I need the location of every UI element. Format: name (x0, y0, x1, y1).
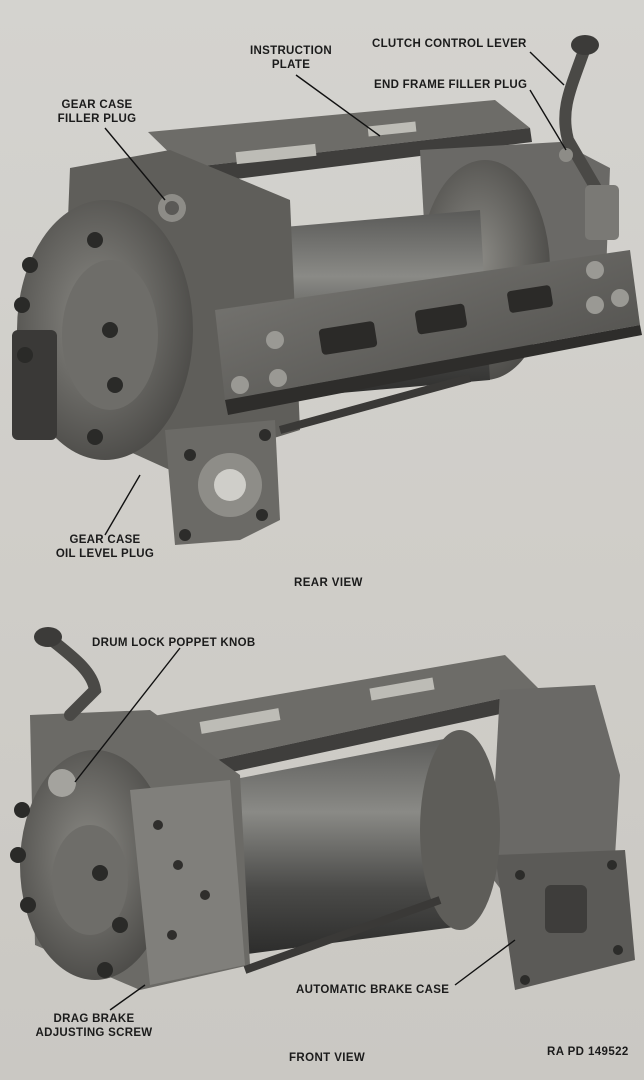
front-view-photo (0, 615, 644, 1055)
caption-front-view: FRONT VIEW (289, 1052, 366, 1064)
label-gear-case-oil-level-plug: GEAR CASE OIL LEVEL PLUG (55, 534, 155, 560)
front-view-winch-illustration (10, 627, 635, 990)
label-automatic-brake-case: AUTOMATIC BRAKE CASE (296, 984, 450, 996)
label-drag-brake-adjusting-screw: DRAG BRAKE ADJUSTING SCREW (35, 1013, 153, 1039)
label-drum-lock-poppet-knob: DRUM LOCK POPPET KNOB (92, 637, 256, 649)
label-gear-case-filler-plug: GEAR CASE FILLER PLUG (57, 99, 137, 125)
label-clutch-control-lever: CLUTCH CONTROL LEVER (372, 38, 527, 50)
rear-view-photo (12, 35, 642, 545)
label-end-frame-filler-plug: END FRAME FILLER PLUG (374, 79, 528, 91)
caption-rear-view: REAR VIEW (294, 577, 363, 589)
rear-view-winch-illustration (12, 35, 642, 545)
label-instruction-plate: INSTRUCTION PLATE (250, 45, 332, 71)
figure-reference-number: RA PD 149522 (547, 1046, 629, 1058)
